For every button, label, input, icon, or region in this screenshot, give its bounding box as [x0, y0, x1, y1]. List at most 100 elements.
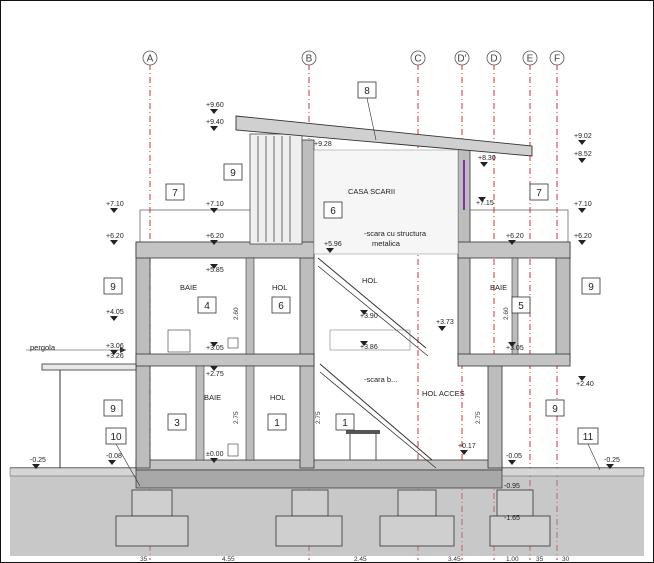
- right-terrace-railing: [469, 209, 569, 243]
- elev-stair-017: +0.17: [458, 443, 476, 450]
- pergola-label: pergola: [30, 343, 56, 352]
- elev-center-585: +5.85: [206, 267, 224, 274]
- elev-left-306: +3.06: [106, 343, 124, 350]
- elev-ridge-right: +8.30: [478, 155, 496, 162]
- room-hol-acces: HOL ACCES: [422, 389, 465, 398]
- first-floor-slab-right: [457, 353, 571, 367]
- elev-found-165: -1.65: [504, 515, 520, 522]
- callout-6-stair: 6: [330, 206, 336, 217]
- elev-right-710: +7.10: [574, 201, 592, 208]
- elev-stair-386: +3.86: [360, 344, 378, 351]
- dim-upper-left: 2.60: [233, 307, 240, 320]
- elev-right-715: +7.15: [476, 200, 494, 207]
- bottom-dim-4: 3.45: [448, 556, 461, 563]
- elev-right-620b: +6.20: [574, 233, 592, 240]
- callout-5: 5: [518, 301, 524, 312]
- toilet-lower: [227, 443, 239, 457]
- bathtub-upper: [167, 329, 191, 353]
- callout-7-right: 7: [536, 188, 542, 199]
- dining-table: [346, 430, 380, 434]
- callout-4: 4: [204, 301, 210, 312]
- axis-label-a: A: [147, 54, 154, 65]
- callout-9-stair: 9: [230, 168, 236, 179]
- callout-1-access: 1: [342, 418, 348, 429]
- axis-bubble-c: [410, 50, 426, 66]
- toilet-upper: [227, 337, 239, 349]
- elev-zero: ±0.00: [206, 451, 224, 458]
- bottom-dim-1: 35: [140, 556, 148, 563]
- footing-d-upper: [496, 489, 534, 517]
- callout-9-right-upper: 9: [588, 282, 594, 293]
- stair-flight-upper: [317, 257, 427, 349]
- axis-bubble-f: [549, 50, 565, 66]
- axis-bubble-a: [142, 50, 158, 66]
- bottom-dim-5: 1.00: [506, 556, 519, 563]
- bottom-dim-3: 2.45: [354, 556, 367, 563]
- elev-b-275: +2.75: [206, 371, 224, 378]
- elev-right-b: +8.52: [574, 151, 592, 158]
- elev-right-005: -0.05: [506, 453, 522, 460]
- dim-lower-left: 2.75: [233, 411, 240, 424]
- dim-lower-right: 2.75: [475, 411, 482, 424]
- elev-found-095: -0.95: [504, 483, 520, 490]
- callout-8: 8: [364, 86, 370, 97]
- footing-c-upper: [397, 489, 437, 517]
- callout-6-hol: 6: [278, 301, 284, 312]
- foundation-beam: [135, 469, 503, 489]
- partition-ground-mid: [245, 365, 255, 461]
- room-baie-right: BAIE: [490, 283, 507, 292]
- elev-roof-b: +9.40: [206, 119, 224, 126]
- footing-a-lower: [115, 515, 189, 547]
- ground-floor-slab: [135, 459, 503, 471]
- callout-11: 11: [583, 432, 594, 443]
- elev-right-025: -0.25: [604, 457, 620, 464]
- stair-note-1: -scara cu structura: [364, 229, 427, 238]
- axis-label-b: B: [306, 54, 313, 65]
- elev-right-305: +3.05: [506, 345, 524, 352]
- callout-3: 3: [174, 418, 180, 429]
- axis-bubble-e: [522, 50, 538, 66]
- elev-ground-025: -0.25: [30, 457, 46, 464]
- callout-9-left-lower: 9: [110, 404, 116, 415]
- elev-right-240: +2.40: [576, 381, 594, 388]
- footing-a-upper: [131, 489, 173, 517]
- axis-bubble-d-prime: [454, 50, 470, 66]
- callout-9-right-lower: 9: [552, 404, 558, 415]
- elev-center-620: +6.20: [206, 233, 224, 240]
- footing-b-upper: [291, 489, 329, 517]
- elev-center-710: +7.10: [206, 201, 224, 208]
- dim-lower-mid: 2.75: [315, 411, 322, 424]
- elev-right-620a: +6.20: [506, 233, 524, 240]
- first-floor-slab-left: [135, 353, 315, 367]
- callout-7-left: 7: [172, 188, 178, 199]
- elev-stair-596: +5.96: [324, 241, 342, 248]
- stair-flight-lower: [319, 363, 433, 461]
- stair-note-2: metalica: [372, 239, 401, 248]
- axis-bubble-b: [301, 50, 317, 66]
- bottom-dim-7: 30: [562, 556, 570, 563]
- pergola-beam: [41, 363, 137, 371]
- callout-9-left-upper: 9: [110, 282, 116, 293]
- elev-b-305: +3.05: [206, 345, 224, 352]
- room-hol-lower: HOL: [270, 393, 285, 402]
- footing-b-lower: [275, 515, 343, 547]
- elev-left-710: +7.10: [106, 201, 124, 208]
- callouts: 8 9 7 7 6 9 9 4 6 5 9 9 10 3 1 1: [103, 81, 601, 487]
- dim-upper-right: 2.60: [503, 307, 510, 320]
- elev-stair-390: +3.90: [360, 313, 378, 320]
- elev-right-top: +9.02: [574, 133, 592, 140]
- stair-tower-cladding: [249, 133, 303, 245]
- room-baie-lower: BAIE: [204, 393, 221, 402]
- elev-ridge: +9.28: [314, 141, 332, 148]
- axis-label-f: F: [554, 54, 560, 65]
- callout-1-hol: 1: [274, 418, 280, 429]
- right-upper-wall: [555, 241, 571, 363]
- footing-d-lower: [489, 515, 551, 547]
- axis-bubble-d: [486, 50, 502, 66]
- elev-left-620: +6.20: [106, 233, 124, 240]
- bottom-dim-6: 35: [536, 556, 544, 563]
- cladding-lines: [257, 136, 291, 242]
- roof-slab-left: [135, 241, 315, 259]
- callout-10: 10: [110, 432, 122, 443]
